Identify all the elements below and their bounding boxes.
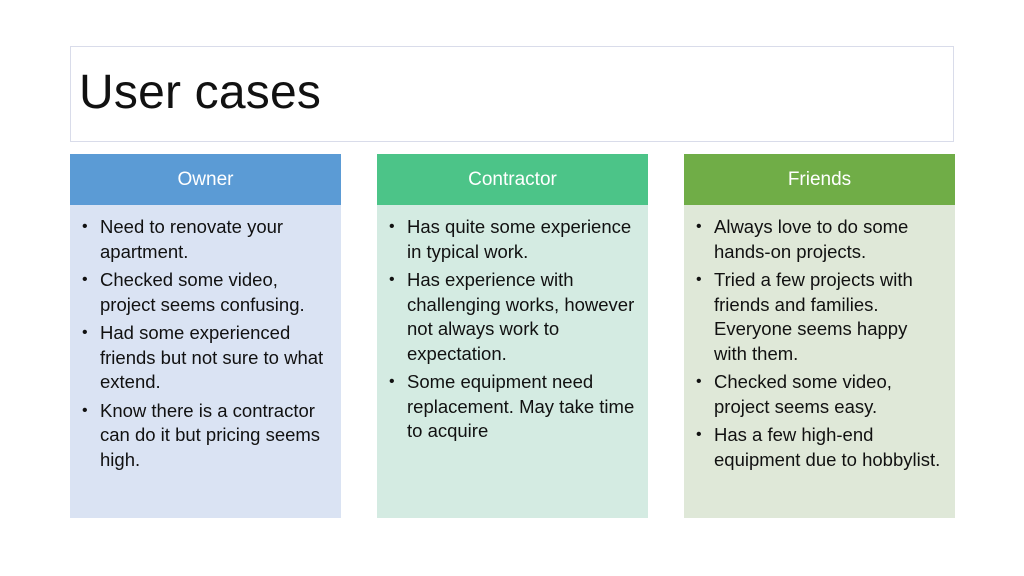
list-item: • Has quite some experience in typical wo…: [387, 215, 638, 264]
bullet-icon: •: [389, 271, 395, 288]
bullet-icon: •: [696, 373, 702, 390]
slide-title: User cases: [79, 66, 322, 119]
list-item-text: Had some experienced friends but not sur…: [100, 322, 324, 392]
title-placeholder: User cases: [70, 46, 954, 142]
list-item-text: Always love to do some hands-on projects…: [714, 216, 909, 262]
list-item: • Has experience with challenging works, …: [387, 268, 638, 366]
bullet-icon: •: [696, 218, 702, 235]
bullet-icon: •: [389, 218, 395, 235]
column-body: • Always love to do some hands-on project…: [684, 205, 955, 518]
bullet-icon: •: [696, 426, 702, 443]
list-item-text: Checked some video, project seems confus…: [100, 269, 305, 315]
column-friends: Friends • Always love to do some hands-on…: [684, 154, 955, 518]
list-item: • Checked some video, project seems confu…: [80, 268, 331, 317]
bullet-icon: •: [389, 373, 395, 390]
list-item: • Tried a few projects with friends and f…: [694, 268, 945, 366]
list-item-text: Tried a few projects with friends and fa…: [714, 269, 913, 364]
list-item-text: Some equipment need replacement. May tak…: [407, 371, 635, 441]
list-item: • Always love to do some hands-on project…: [694, 215, 945, 264]
bullet-icon: •: [82, 324, 88, 341]
bullet-icon: •: [696, 271, 702, 288]
bullet-list: • Always love to do some hands-on project…: [694, 215, 945, 472]
list-item-text: Need to renovate your apartment.: [100, 216, 284, 262]
list-item: • Know there is a contractor can do it bu…: [80, 399, 331, 473]
column-body: • Has quite some experience in typical wo…: [377, 205, 648, 518]
list-item: • Had some experienced friends but not su…: [80, 321, 331, 395]
column-header-label: Contractor: [468, 168, 557, 190]
bullet-icon: •: [82, 218, 88, 235]
list-item-text: Has experience with challenging works, h…: [407, 269, 635, 364]
column-body: • Need to renovate your apartment. • Check…: [70, 205, 341, 518]
list-item-text: Has a few high-end equipment due to hobb…: [714, 424, 941, 470]
column-header-label: Friends: [787, 168, 852, 190]
column-header: Owner: [70, 154, 341, 205]
list-item: • Checked some video, project seems easy.: [694, 370, 945, 419]
column-header-label: Owner: [177, 168, 234, 190]
column-header: Friends: [684, 154, 955, 205]
list-item: • Need to renovate your apartment.: [80, 215, 331, 264]
column-contractor: Contractor • Has quite some experience in…: [377, 154, 648, 518]
bullet-icon: •: [82, 401, 88, 419]
list-item-text: Has quite some experience in typical wor…: [407, 216, 632, 262]
list-item-text: Checked some video, project seems easy.: [714, 371, 892, 417]
bullet-list: • Need to renovate your apartment. • Check…: [80, 215, 331, 472]
list-item: • Has a few high-end equipment due to hob…: [694, 423, 945, 472]
column-owner: Owner • Need to renovate your apartment. …: [70, 154, 341, 518]
list-item-text: Know there is a contractor can do it but…: [100, 399, 321, 470]
bullet-list: • Has quite some experience in typical wo…: [387, 215, 638, 444]
bullet-icon: •: [82, 271, 88, 288]
column-header: Contractor: [377, 154, 648, 205]
list-item: • Some equipment need replacement. May ta…: [387, 370, 638, 444]
